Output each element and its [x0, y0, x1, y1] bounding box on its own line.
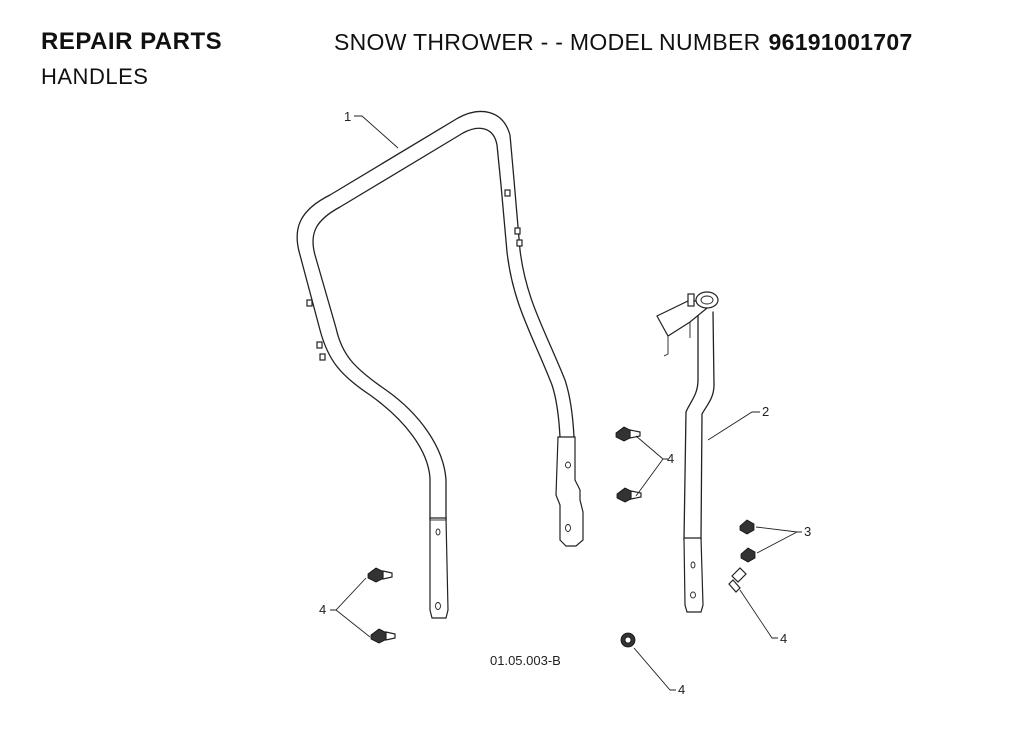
product-heading: SNOW THROWER - - MODEL NUMBER 96191001707: [334, 29, 913, 56]
callout-4-left: 4: [319, 602, 326, 617]
bolt-4-upper-b: [616, 487, 642, 503]
lower-handle-part-2: [656, 291, 719, 613]
leader-lines: [330, 115, 802, 691]
section-title: HANDLES: [41, 64, 149, 89]
drawing-id: 01.05.003-B: [490, 653, 561, 668]
callout-3: 3: [804, 524, 811, 539]
callout-1: 1: [344, 109, 351, 124]
bolt-3-a: [739, 519, 755, 535]
callout-2: 2: [762, 404, 769, 419]
callout-4-right: 4: [780, 631, 787, 646]
upper-handle-part-1: [296, 110, 584, 619]
bolt-4-left-a: [367, 567, 393, 583]
page-title: REPAIR PARTS: [41, 28, 223, 55]
nut-4-bottom: [620, 632, 636, 648]
model-number: 96191001707: [768, 29, 913, 55]
callout-4-upper: 4: [667, 451, 674, 466]
bolt-4-left-b: [370, 628, 396, 644]
product-label: SNOW THROWER - - MODEL NUMBER: [334, 29, 761, 55]
bolt-3-b: [740, 547, 756, 563]
callout-4-bottom: 4: [678, 682, 685, 697]
bolt-4-right: [728, 567, 747, 593]
bolt-4-upper-a: [615, 426, 641, 442]
